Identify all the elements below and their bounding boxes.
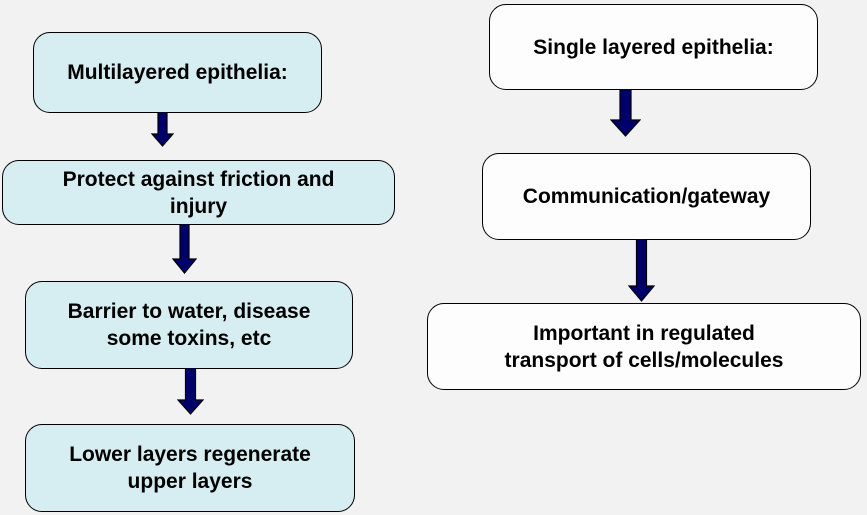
node-lower-layers-regenerate: Lower layers regenerate upper layers — [25, 424, 355, 512]
node-regulated-transport: Important in regulated transport of cell… — [427, 303, 861, 390]
down-arrow-icon — [610, 89, 641, 137]
node-single-layered-epithelia: Single layered epithelia: — [489, 4, 818, 90]
node-label: Single layered epithelia: — [533, 35, 774, 59]
down-arrow-icon — [628, 239, 655, 302]
down-arrow-icon — [172, 224, 197, 274]
node-label: Important in regulated transport of cell… — [504, 321, 784, 372]
down-arrow-icon — [151, 112, 174, 147]
node-label: Lower layers regenerate upper layers — [69, 443, 311, 493]
node-label: Protect against friction and injury — [62, 167, 335, 218]
node-protect-friction: Protect against friction and injury — [2, 160, 395, 225]
node-multilayered-epithelia: Multilayered epithelia: — [33, 32, 322, 113]
down-arrow-icon — [177, 368, 204, 415]
node-barrier-water: Barrier to water, disease some toxins, e… — [25, 281, 353, 369]
node-label: Communication/gateway — [522, 185, 771, 208]
node-label: Barrier to water, disease some toxins, e… — [67, 300, 311, 350]
node-label: Multilayered epithelia: — [67, 61, 288, 84]
node-communication-gateway: Communication/gateway — [482, 153, 811, 240]
